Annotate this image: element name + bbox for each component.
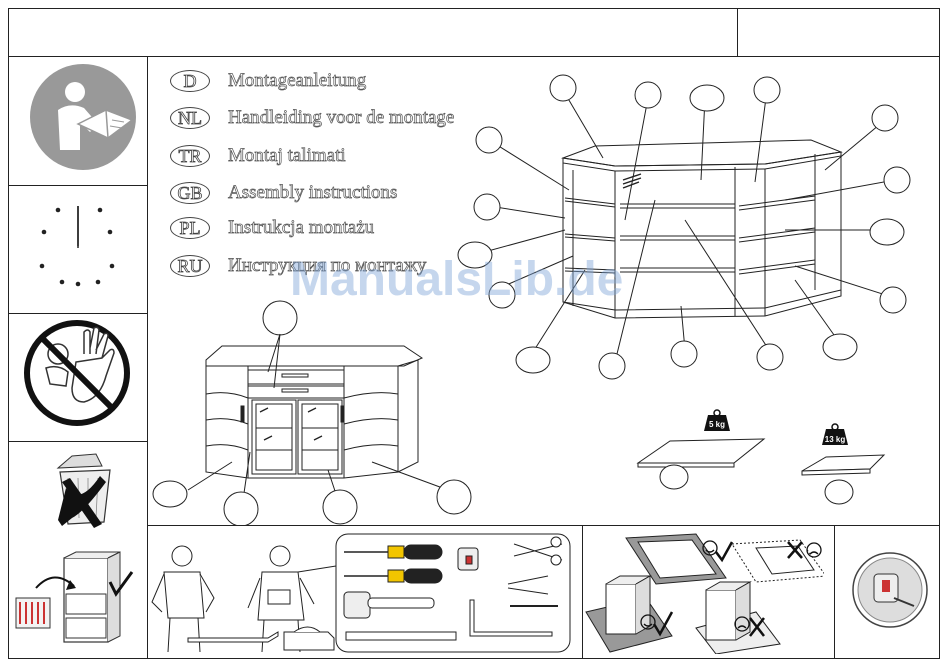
workers-and-tools-illustration	[148, 528, 573, 656]
language-title: Instrukcja montażu	[228, 217, 374, 239]
left-divider-1	[9, 185, 147, 186]
read-manual-icon	[28, 62, 138, 172]
language-title: Montageanleitung	[228, 70, 366, 92]
cabinet-storage-icon	[14, 548, 138, 648]
no-trash-icon	[52, 448, 122, 532]
header-divider	[9, 56, 939, 57]
left-divider-2	[9, 313, 147, 314]
weight-13kg-label: 13 kg	[825, 435, 846, 444]
language-code: D	[170, 70, 210, 92]
handling-dos-and-donts	[576, 528, 824, 654]
language-title: Handleiding voor de montage	[228, 107, 454, 129]
weight-limits-diagram: 5 kg 13 kg	[630, 405, 910, 510]
clock-icon	[28, 196, 128, 296]
bottom-divider-2	[834, 525, 835, 658]
language-row-nl: NL Handleiding voor de montage	[170, 104, 454, 132]
language-row-de: D Montageanleitung	[170, 67, 366, 95]
language-title: Montaj talimati	[228, 145, 346, 167]
language-row-tr: TR Montaj talimati	[170, 142, 346, 170]
left-divider-3	[9, 441, 147, 442]
watermark: ManualsLib.de	[290, 252, 623, 307]
language-code: NL	[170, 107, 210, 129]
language-code: GB	[170, 182, 210, 204]
language-code: PL	[170, 217, 210, 239]
exploded-sideboard-diagram	[455, 70, 935, 390]
language-row-gb: GB Assembly instructions	[170, 179, 397, 207]
assembled-sideboard-diagram	[148, 300, 478, 525]
language-code: TR	[170, 145, 210, 167]
bottom-row-divider	[147, 525, 939, 526]
weight-5kg-label: 5 kg	[709, 420, 725, 429]
language-title: Assembly instructions	[228, 182, 397, 204]
language-code: RU	[170, 255, 210, 277]
header-split	[737, 9, 738, 56]
no-children-icon	[22, 318, 132, 428]
tape-measure-icon	[850, 550, 930, 630]
language-row-pl: PL Instrukcja montażu	[170, 214, 374, 242]
